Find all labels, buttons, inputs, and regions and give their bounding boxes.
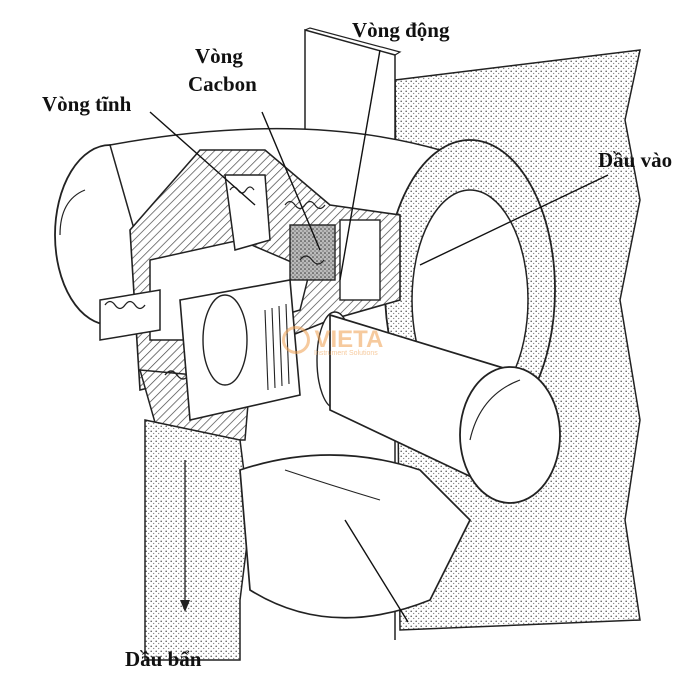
watermark-brand: VIETA <box>314 326 384 353</box>
label-vong-tinh: Vòng tĩnh <box>42 92 132 116</box>
label-vong-dong: Vòng động <box>352 18 450 42</box>
watermark: VIETA Instrument Solutions <box>282 326 383 357</box>
leader-vong-tinh <box>149 111 256 206</box>
carbon-ring <box>289 219 381 301</box>
label-dau-vao: Dầu vào <box>598 148 673 172</box>
shaft <box>329 313 561 504</box>
watermark-logo-icon <box>282 326 310 354</box>
stationary-ring <box>224 174 326 251</box>
label-vong-cacbon-line2: Cacbon <box>188 72 257 96</box>
watermark-tagline: Instrument Solutions <box>314 350 378 357</box>
label-vong-cacbon-line1: Vòng <box>195 44 243 68</box>
leader-lower <box>344 519 409 623</box>
leader-vong-cacbon <box>261 111 321 251</box>
leader-vong-dong <box>339 49 381 281</box>
leader-lines <box>149 49 609 623</box>
label-dau-ban: Dầu bẩn <box>125 647 202 671</box>
leader-dau-vao <box>419 174 609 266</box>
